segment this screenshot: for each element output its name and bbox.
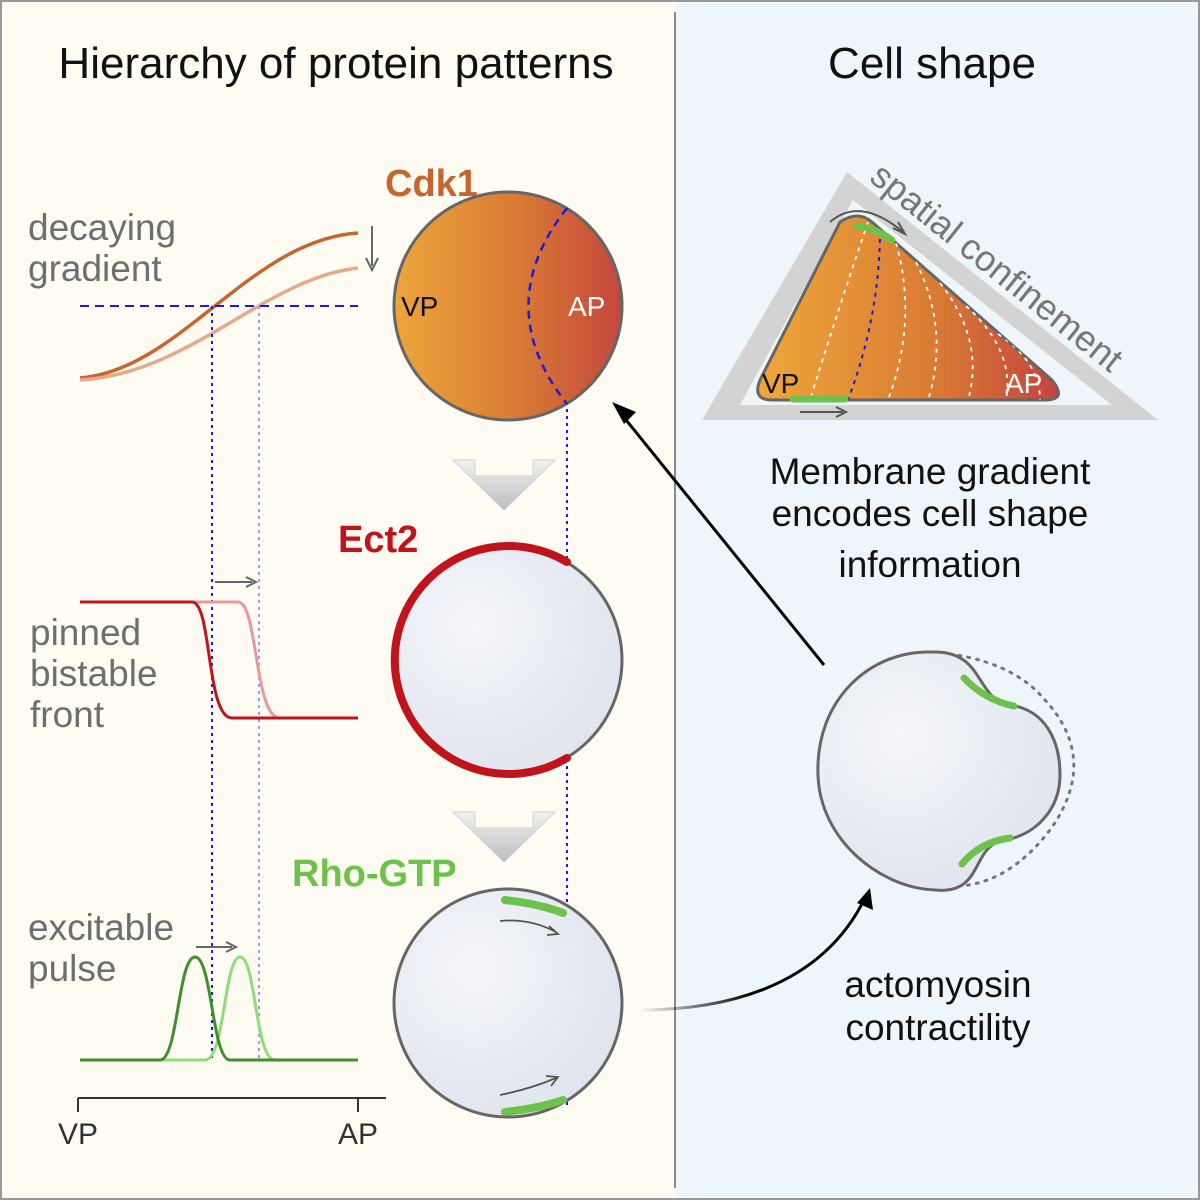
front-annotation-line1: pinned — [30, 612, 141, 653]
pulse-annotation-line2: pulse — [28, 948, 116, 989]
cdk1-cell-body — [392, 190, 624, 422]
rho-motion-arrow-top — [499, 919, 557, 933]
left-panel-title: Hierarchy of protein patterns — [58, 39, 613, 88]
contractility-caption: actomyosin contractility — [844, 964, 1031, 1048]
down-arrow-icon — [451, 459, 557, 511]
rho-label: Rho-GTP — [292, 853, 457, 895]
feedback-arrow-to-cdk1 — [616, 409, 826, 666]
contour-line — [887, 242, 907, 400]
axis-label-ap: AP — [338, 1118, 378, 1151]
ect2-membrane-domain — [390, 542, 571, 778]
rho-pulse-plot: excitable pulse — [28, 907, 358, 1062]
front-annotation-line2: bistable — [30, 653, 158, 694]
ect2-curve-initial — [80, 600, 358, 720]
contour-line — [997, 333, 1041, 400]
caption-line1: Membrane gradient — [770, 451, 1092, 492]
motion-arrow-head-icon — [835, 406, 849, 418]
rho-domain-bottom — [501, 1096, 567, 1116]
rho-motion-arrow-bottom — [499, 1077, 557, 1096]
triangular-cell — [756, 214, 1061, 402]
contour-line — [965, 305, 1009, 400]
right-panel-background — [675, 0, 1200, 1200]
confinement-diagram: VP AP spatial confinement — [702, 154, 1158, 420]
pulse-arrow-head-icon — [225, 941, 239, 953]
rho-pulse-shifted — [80, 955, 358, 1062]
cdk1-ap-label: AP — [568, 291, 605, 322]
gradient-contours — [809, 221, 1041, 400]
cdk1-front-line — [527, 207, 568, 405]
contour-line — [939, 282, 974, 400]
right-panel-title: Cell shape — [828, 39, 1036, 88]
caption-line2: encodes cell shape — [772, 493, 1089, 534]
triangle-vp-label: VP — [762, 368, 799, 399]
feedback-arrow-head-icon — [612, 402, 636, 424]
triangle-ap-label: AP — [1005, 368, 1042, 399]
motion-arrow-head-icon — [545, 1075, 560, 1087]
axis-label-vp: VP — [58, 1118, 98, 1151]
contractility-line1: actomyosin — [844, 964, 1031, 1005]
cdk1-label: Cdk1 — [385, 163, 478, 205]
pulse-annotation-line1: excitable — [28, 907, 174, 948]
cdk1-vp-label: VP — [401, 291, 438, 322]
original-outline — [930, 650, 1076, 888]
position-axis: VP AP — [58, 1097, 386, 1151]
motion-arrow-head-icon — [892, 221, 908, 237]
front-annotation-line3: front — [30, 694, 105, 735]
rho-domain-upper — [960, 674, 1018, 710]
rho-domain-top — [501, 896, 567, 917]
rho-cell: Rho-GTP — [292, 853, 624, 1119]
decay-arrow-head-icon — [365, 257, 379, 273]
ect2-curve-shifted — [80, 600, 358, 720]
contour-line — [809, 221, 869, 400]
contractility-arrow-head-icon — [857, 888, 873, 910]
cdk1-curve-decayed — [79, 266, 359, 382]
cdk1-cell: Cdk1 VP AP — [385, 163, 624, 422]
rho-domain-apex — [853, 222, 896, 244]
contractility-line2: contractility — [845, 1007, 1031, 1048]
gradient-annotation-line2: gradient — [28, 248, 162, 289]
motion-arrow-head-icon — [546, 925, 561, 936]
apex-motion-arrow — [829, 210, 904, 233]
gradient-annotation-line1: decaying — [28, 207, 176, 248]
ect2-label: Ect2 — [338, 519, 418, 561]
rho-cell-body — [392, 887, 624, 1119]
shape-caption: Membrane gradient encodes cell shape inf… — [770, 451, 1092, 585]
caption-line3: information — [838, 544, 1021, 585]
rho-pulse-initial — [80, 955, 358, 1062]
rho-domain-lower — [958, 834, 1014, 868]
deformed-cell — [816, 650, 1076, 892]
cdk1-gradient-plot: decaying gradient — [28, 207, 379, 382]
shift-arrow-head-icon — [245, 576, 259, 588]
ect2-front-plot: pinned bistable front — [30, 576, 358, 735]
cell-front-line — [847, 229, 881, 400]
ect2-cell: Ect2 — [338, 519, 624, 778]
down-arrow-icon — [451, 811, 557, 863]
contractility-arrow — [639, 897, 867, 1012]
